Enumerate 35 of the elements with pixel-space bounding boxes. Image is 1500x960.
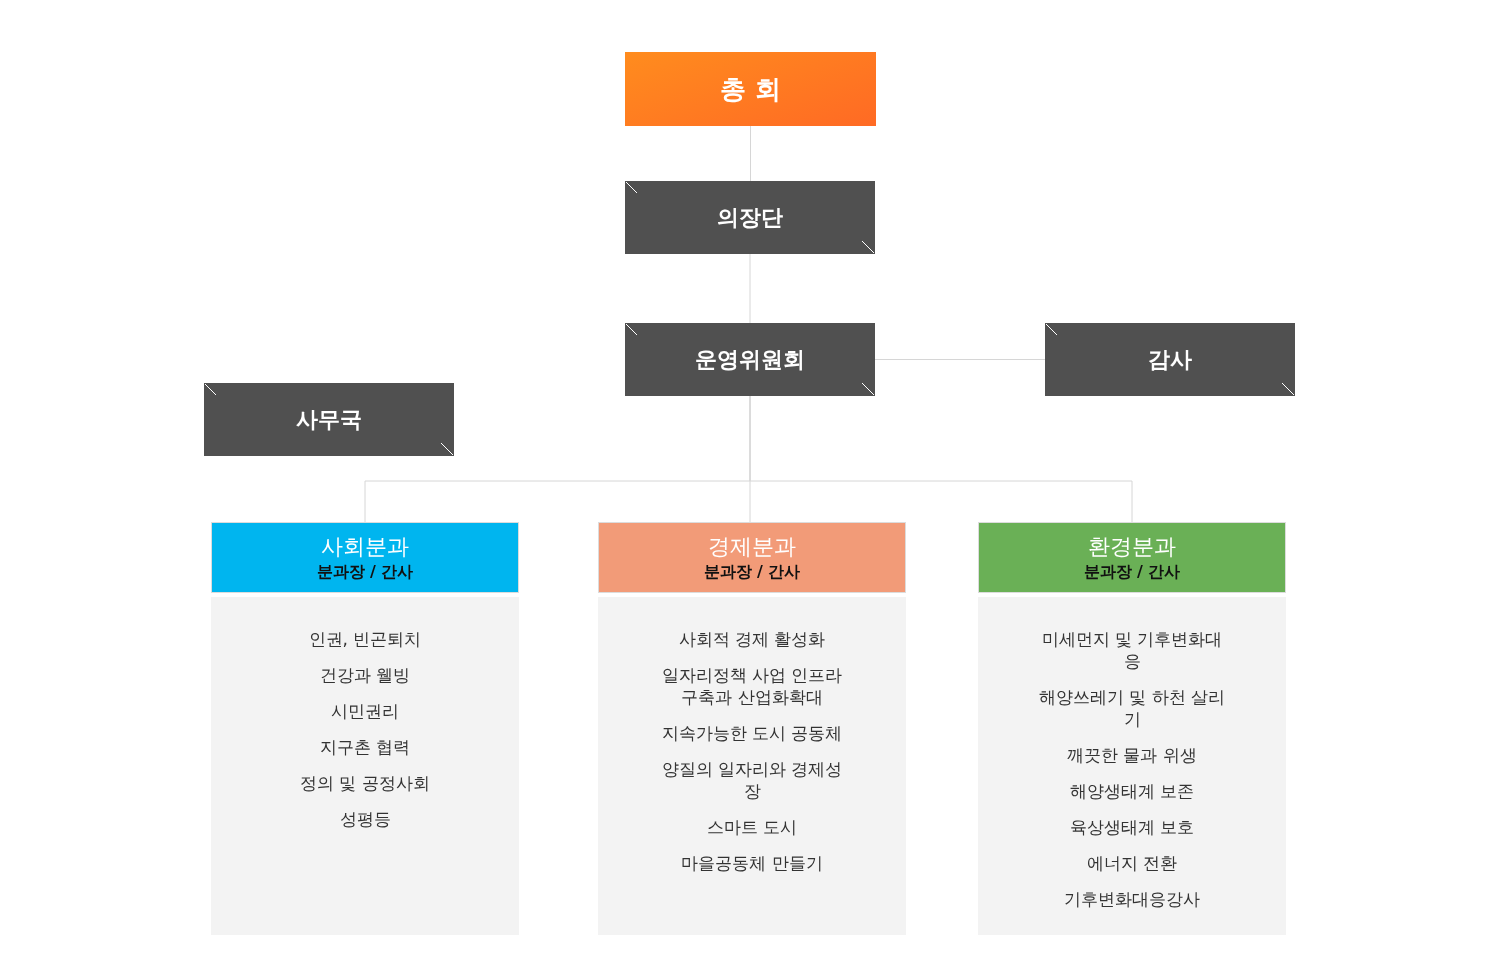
division-subtitle: 분과장 / 간사 [703,560,801,583]
list-item: 스마트 도시 [705,816,799,838]
list-item: 정의 및 공정사회 [299,772,431,794]
list-item: 육상생태계 보호 [1068,816,1196,838]
list-item: 사회적 경제 활성화 [677,628,827,650]
division-title: 사회분과 [321,532,409,561]
division-title: 환경분과 [1088,532,1176,561]
list-item: 기후변화대응강사 [1063,888,1201,910]
list-item: 마을공동체 만들기 [680,852,824,874]
division-subtitle: 분과장 / 간사 [1083,560,1181,583]
org-box: 운영위원회 [625,323,875,396]
list-item: 건강과 웰빙 [318,664,412,686]
title-box: 총 회 [625,52,876,126]
list-item: 깨끗한 물과 위생 [1066,744,1198,766]
list-item: 지구촌 협력 [318,736,412,758]
division-subtitle: 분과장 / 간사 [316,560,414,583]
list-item: 양질의 일자리와 경제성장 [660,758,844,802]
list-item: 인권, 빈곤퇴치 [307,628,423,650]
list-item: 일자리정책 사업 인프라 구축과 산업화확대 [660,664,844,708]
list-item: 시민권리 [330,700,400,722]
org-box: 사무국 [204,383,454,456]
list-item: 해양생태계 보존 [1068,780,1196,802]
connector-line [750,125,751,182]
division-header [978,522,1286,593]
connector-line [874,359,1046,360]
list-item: 해양쓰레기 및 하천 살리기 [1037,686,1227,730]
division-header [211,522,519,593]
division-header [598,522,906,593]
list-item: 지속가능한 도시 공동체 [660,722,844,744]
org-box: 감사 [1045,323,1295,396]
org-box: 의장단 [625,181,875,254]
list-item: 성평등 [338,808,392,830]
list-item: 미세먼지 및 기후변화대응 [1040,628,1224,672]
list-item: 에너지 전환 [1085,852,1179,874]
division-title: 경제분과 [708,532,796,561]
